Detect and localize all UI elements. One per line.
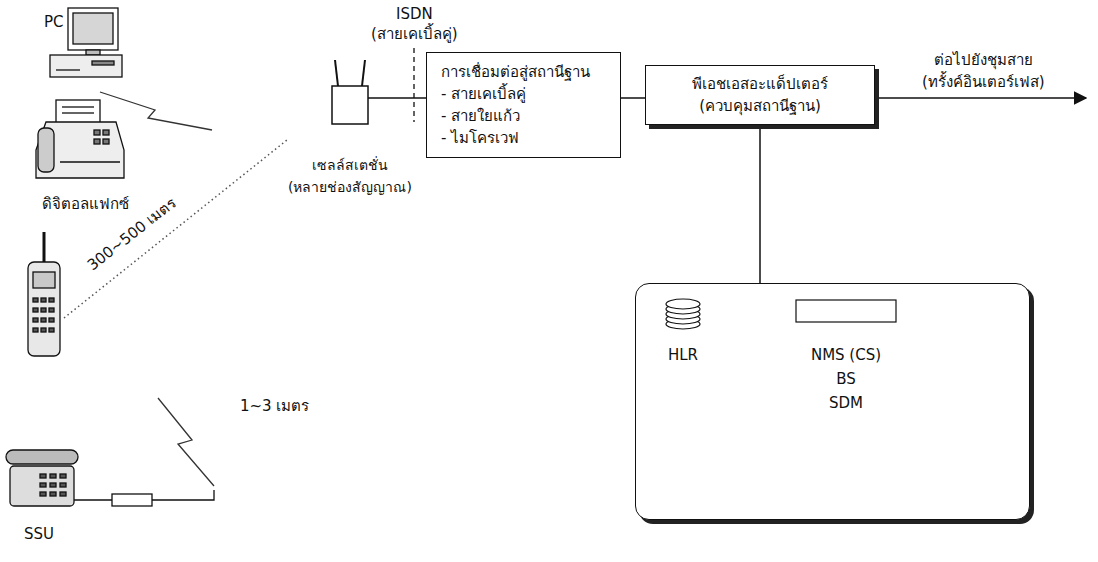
server-name: NMS (CS): [811, 344, 881, 366]
radio-link: [158, 398, 214, 486]
connector: [759, 125, 761, 283]
server-name: SDM: [829, 392, 863, 414]
server-group-box: HLR NMS (CS)BSSDM: [635, 283, 1030, 520]
node-text: - สายใยแก้ว: [441, 105, 606, 127]
line-label: ISDN: [394, 4, 435, 24]
cell-station: เซลล์สเตชั่น(หลายช่องสัญญาณ): [288, 56, 412, 198]
output-label: ต่อไปยังชุมสาย: [932, 50, 1035, 70]
server-name: HLR: [668, 344, 698, 366]
node-text: - ไมโครเวฟ: [441, 127, 606, 149]
distance-label: 1~3 เมตร: [238, 396, 311, 416]
station-stub: [368, 97, 412, 99]
ssu-phone-icon: [6, 450, 214, 506]
radio-link: [100, 92, 212, 130]
line-label: (สายเคเบิ้ลคู่): [369, 24, 460, 44]
device-label: PC: [42, 12, 66, 32]
antenna: [362, 60, 365, 86]
node-title: การเชื่อมต่อสู่สถานีฐาน: [441, 61, 606, 83]
node-text: (ควบคุมสถานีฐาน): [664, 95, 856, 117]
range-line: [64, 140, 287, 318]
node-title: เซลล์สเตชั่น: [288, 154, 412, 176]
connector: [412, 97, 426, 99]
node-title: พีเอชเอสอะแด็ปเตอร์: [664, 73, 856, 95]
terminal-symbol: [796, 300, 896, 322]
station-box: [332, 86, 368, 124]
station-icon: [288, 56, 412, 136]
node-text: - สายเคเบิ้ลคู่: [441, 83, 606, 105]
process-box: การเชื่อมต่อสู่สถานีฐาน- สายเคเบิ้ลคู่- …: [426, 52, 621, 158]
device-label: ดิจิตอลแฟกซ์: [40, 194, 131, 214]
device-label: SSU: [22, 524, 56, 544]
connector: [621, 97, 645, 99]
exit-arrow: [879, 97, 1086, 99]
process-box: พีเอชเอสอะแด็ปเตอร์(ควบคุมสถานีฐาน): [645, 65, 875, 125]
fax-icon: [36, 100, 124, 178]
server-name: BS: [836, 368, 856, 390]
output-label: (ทรั้งค์อินเตอร์เฟส): [920, 72, 1047, 92]
handset-icon: [28, 232, 60, 356]
server-icons: [636, 284, 1031, 340]
isdn-line: [413, 48, 414, 122]
antenna: [335, 60, 338, 86]
node-text: (หลายช่องสัญญาณ): [288, 176, 412, 198]
disk-symbol: [666, 299, 700, 309]
